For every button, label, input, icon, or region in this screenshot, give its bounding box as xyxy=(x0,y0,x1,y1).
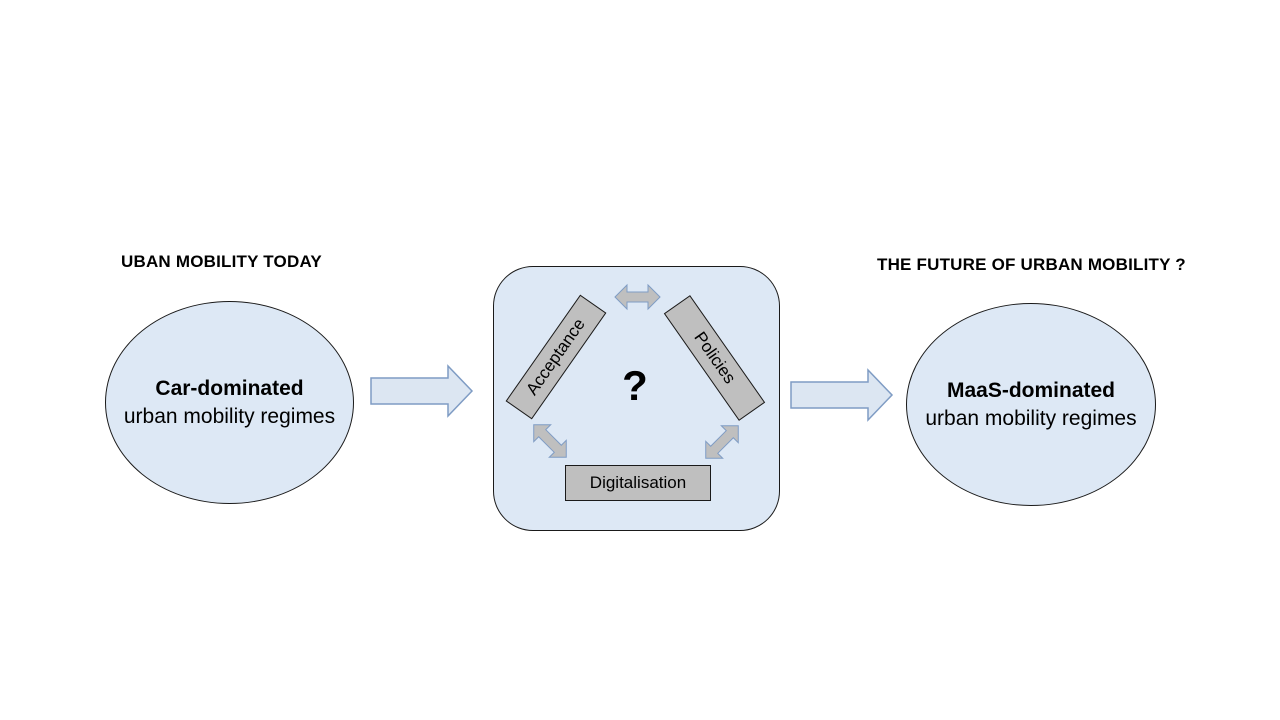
heading-today: UBAN MOBILITY TODAY xyxy=(121,252,322,271)
flow-arrow-right-1 xyxy=(370,364,474,418)
maas-dominated-subtitle: urban mobility regimes xyxy=(925,406,1137,430)
digitalisation-label: Digitalisation xyxy=(589,473,687,492)
car-dominated-ellipse: Car-dominated urban mobility regimes xyxy=(105,301,354,504)
digitalisation-bar: Digitalisation xyxy=(565,465,711,501)
double-arrow-left xyxy=(533,424,567,458)
car-dominated-title: Car-dominated xyxy=(155,376,304,400)
maas-dominated-ellipse: MaaS-dominated urban mobility regimes xyxy=(906,303,1156,506)
double-arrow-right xyxy=(705,425,739,459)
car-dominated-subtitle: urban mobility regimes xyxy=(123,404,336,428)
maas-dominated-title: MaaS-dominated xyxy=(946,378,1116,402)
heading-future: THE FUTURE OF URBAN MOBILITY ? xyxy=(877,255,1186,274)
double-arrow-top xyxy=(614,283,661,311)
question-mark: ? xyxy=(622,362,648,409)
flow-arrow-right-2 xyxy=(790,368,894,422)
